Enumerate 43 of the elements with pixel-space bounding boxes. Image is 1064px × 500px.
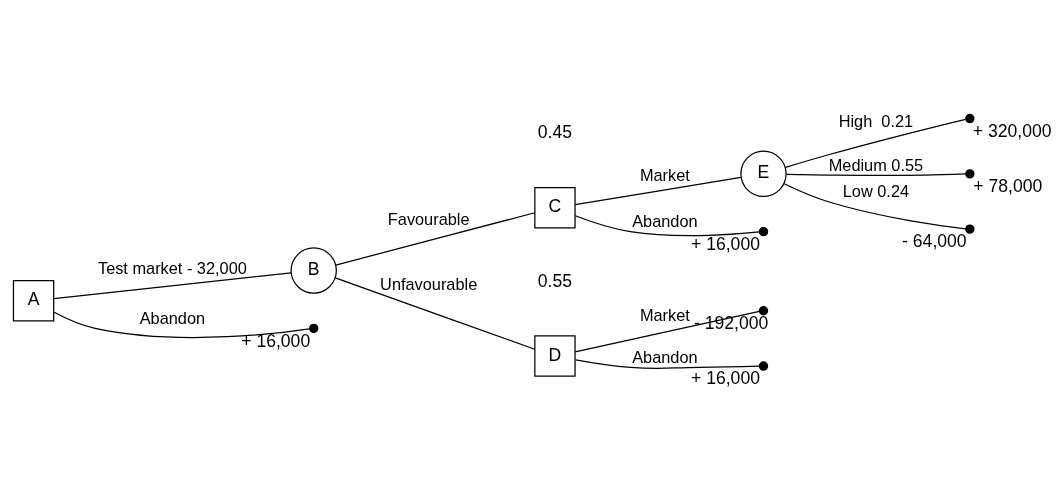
connector	[335, 212, 536, 266]
connector	[53, 311, 310, 339]
edge-label: Market	[639, 306, 690, 325]
node-circle	[309, 323, 319, 334]
edge-label: Medium 0.55	[828, 155, 924, 174]
connector	[575, 359, 760, 370]
connector	[334, 277, 536, 350]
node-circle	[758, 361, 769, 371]
node-label: + 16,000	[691, 368, 760, 389]
edge-label: Abandon	[632, 212, 698, 231]
node-box: C	[534, 187, 576, 229]
node-label: + 78,000	[973, 175, 1043, 196]
node-box: D	[534, 335, 576, 377]
edge-label: Test market - 32,000	[97, 258, 247, 277]
edge-label: Abandon	[632, 347, 698, 366]
connector	[574, 215, 760, 237]
node-circle	[965, 113, 975, 124]
node-circle	[758, 226, 769, 237]
edge-label: Unfavourable	[380, 274, 478, 293]
connector	[785, 118, 967, 168]
label: 0.45	[537, 122, 573, 143]
node-label: - 64,000	[902, 231, 967, 252]
edge-label: Market	[639, 165, 690, 184]
connector	[785, 173, 966, 177]
edge-label: Favourable	[387, 209, 470, 228]
connector	[574, 310, 760, 353]
edge-label: Low 0.24	[842, 181, 910, 200]
node-box: A	[12, 280, 55, 322]
edge-label: High 0.21	[838, 111, 914, 130]
node-circle	[965, 169, 975, 179]
label: 0.55	[537, 270, 573, 291]
edge-label: Abandon	[139, 308, 206, 327]
node-label: + 16,000	[241, 330, 311, 351]
node-label: + 16,000	[691, 233, 760, 254]
node-circle: E	[740, 150, 787, 198]
node-circle	[758, 306, 769, 316]
node-label: - 192,000	[693, 312, 769, 333]
node-label: + 320,000	[972, 120, 1052, 141]
connector	[53, 272, 292, 300]
node-circle: B	[290, 247, 337, 294]
connector	[783, 183, 967, 230]
node-circle	[965, 224, 975, 234]
connector	[574, 176, 742, 206]
